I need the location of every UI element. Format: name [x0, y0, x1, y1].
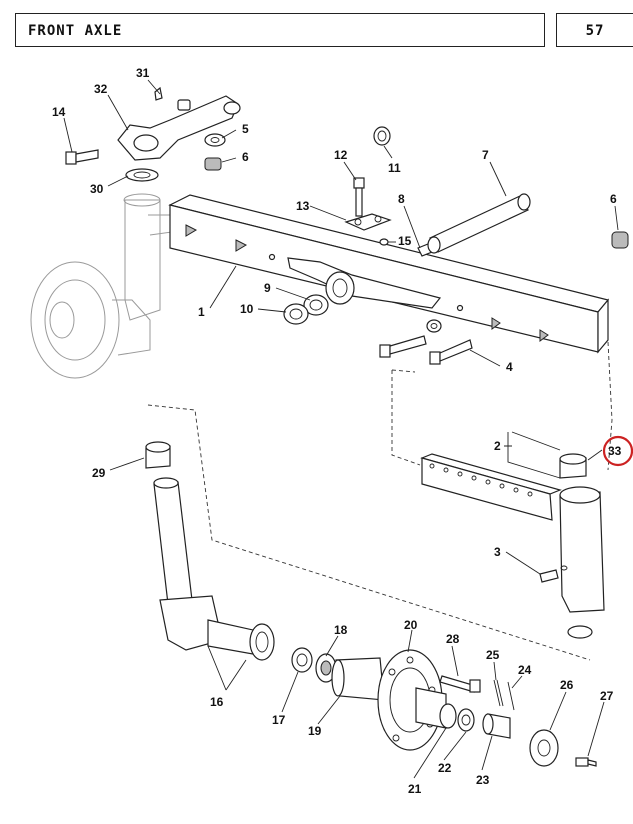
callout-27: 27 [600, 689, 614, 703]
callout-19: 19 [308, 724, 322, 738]
callout-15: 15 [398, 234, 412, 248]
callout-26: 26 [560, 678, 574, 692]
bolt-3 [539, 565, 568, 583]
nut-6a [204, 157, 222, 171]
center-pivot-bracket [287, 257, 442, 309]
ring-15 [379, 238, 389, 246]
washer-5 [204, 133, 226, 147]
callout-2: 2 [494, 439, 501, 453]
callout-24: 24 [518, 663, 532, 677]
bolt-14 [65, 149, 99, 165]
callout-21: 21 [408, 782, 422, 796]
nut-6b [611, 231, 629, 249]
header-title-box: FRONT AXLE [15, 13, 545, 47]
callout-labels: 31 32 14 5 6 30 12 11 7 13 8 15 6 9 10 1… [52, 66, 622, 796]
callout-13: 13 [296, 199, 310, 213]
callout-22: 22 [438, 761, 452, 775]
callout-1: 1 [198, 305, 205, 319]
callout-11: 11 [388, 161, 401, 175]
callout-33-highlight-circle [602, 435, 633, 467]
wheel-hub-20 [377, 649, 447, 751]
callout-9: 9 [264, 281, 271, 295]
bushing-29 [145, 441, 171, 469]
nut-31 [154, 86, 191, 111]
steering-arm-32 [117, 95, 241, 161]
callout-5: 5 [242, 122, 249, 136]
ghost-wheel-hub [30, 193, 173, 379]
callout-20: 20 [404, 618, 418, 632]
pin-24 [507, 681, 515, 711]
callout-18: 18 [334, 623, 348, 637]
washer-21 [439, 703, 457, 729]
callout-12: 12 [334, 148, 348, 162]
bolt-12 [353, 177, 365, 217]
callout-6: 6 [242, 150, 249, 164]
bearing-18 [315, 653, 337, 683]
callout-28: 28 [446, 632, 460, 646]
callout-8: 8 [398, 192, 405, 206]
callout-16: 16 [210, 695, 224, 709]
header-page-box: 57 [556, 13, 633, 47]
leader-lines [63, 79, 619, 779]
grease-fitting-27 [575, 757, 597, 767]
cotter-pin-25 [493, 679, 504, 707]
washer-30 [125, 168, 159, 182]
callout-10: 10 [240, 302, 254, 316]
axle-beam-1 [168, 194, 610, 354]
page-title: FRONT AXLE [28, 23, 123, 39]
callout-3: 3 [494, 545, 501, 559]
page-number: 57 [585, 23, 605, 39]
cap-26 [529, 729, 559, 767]
extension-beam-2 [420, 453, 605, 639]
pivot-pin-7 [427, 193, 531, 254]
callout-29: 29 [92, 466, 106, 480]
assembly-dashed-outline [147, 341, 613, 661]
bolt-28 [439, 675, 481, 693]
callout-25: 25 [486, 648, 500, 662]
callout-6b: 6 [610, 192, 617, 206]
callout-32: 32 [94, 82, 108, 96]
callout-7: 7 [482, 148, 489, 162]
seal-16 [249, 623, 275, 661]
bushing-10 [283, 303, 309, 325]
nut-22 [457, 708, 475, 732]
callout-31: 31 [136, 66, 150, 80]
callout-23: 23 [476, 773, 490, 787]
callout-33: 33 [608, 444, 622, 458]
callout-17: 17 [272, 713, 286, 727]
spindle [153, 477, 265, 657]
plate-13 [344, 213, 392, 231]
hub-19 [331, 657, 385, 701]
bushing-33 [559, 453, 587, 479]
washer-11 [373, 126, 391, 146]
callout-30: 30 [90, 182, 104, 196]
cap-23 [482, 713, 511, 739]
ring-17 [291, 647, 313, 673]
callout-4: 4 [506, 360, 513, 374]
callout-14: 14 [52, 105, 66, 119]
bolts-4 [379, 319, 473, 365]
